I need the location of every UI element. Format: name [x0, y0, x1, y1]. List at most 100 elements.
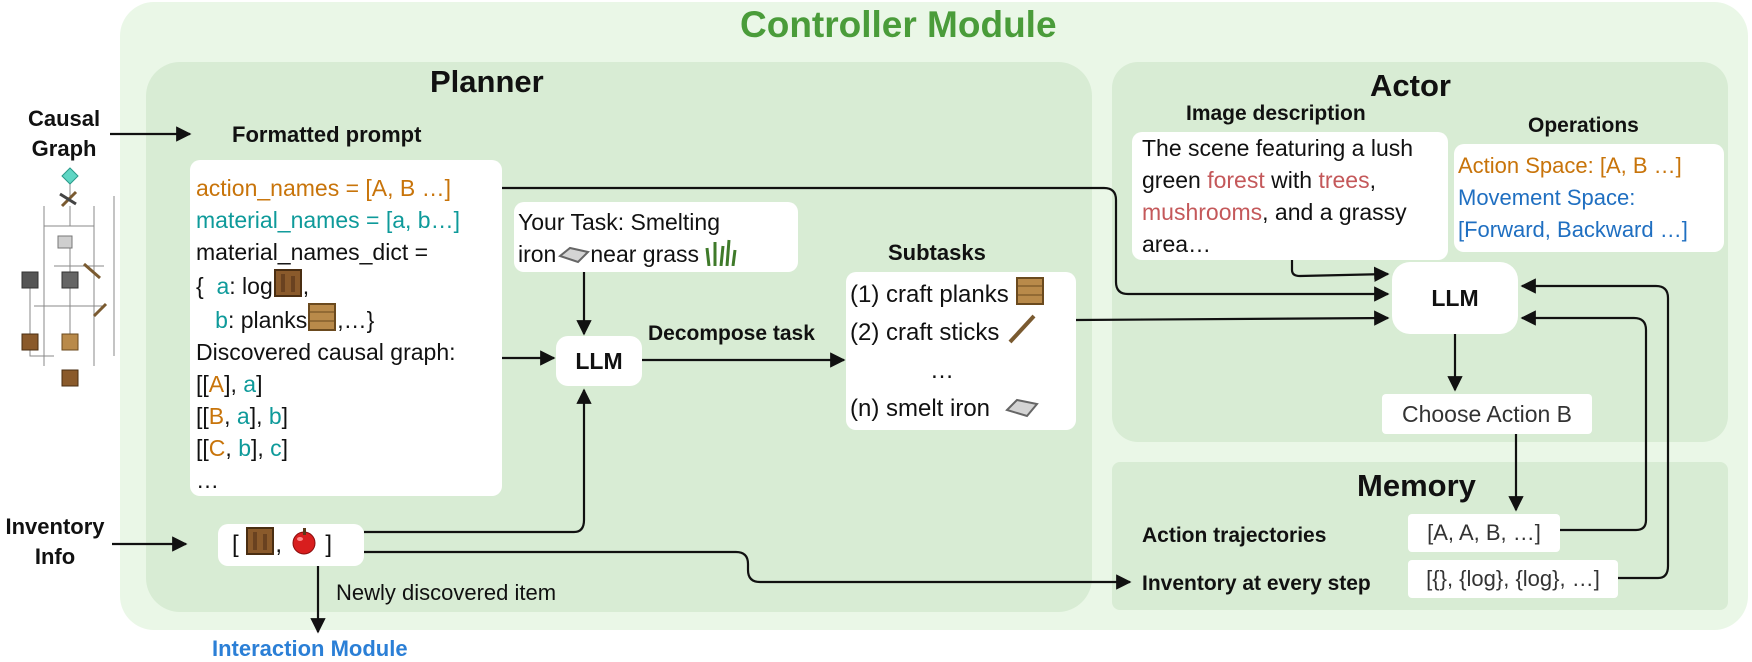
desc-forest: forest	[1207, 167, 1265, 193]
diamond-icon	[61, 167, 79, 185]
dict-a-comma: ,	[302, 273, 310, 299]
desc-grassy: , and a grassy	[1262, 199, 1407, 225]
row2-B: B	[208, 403, 225, 429]
desc-trees: trees	[1318, 167, 1370, 193]
log-icon	[246, 527, 275, 555]
iron-ingot-icon	[57, 235, 73, 249]
inventory-info-label-line2: Info	[34, 544, 76, 569]
row2-mid: ],	[249, 403, 269, 429]
operations-heading: Operations	[1528, 114, 1639, 137]
subtask-1: (1) craft planks	[850, 276, 1045, 314]
task-line-1: Your Task: Smelting	[518, 209, 721, 235]
planner-llm-label: LLM	[575, 348, 623, 374]
subtask-2-label: (2) craft sticks	[850, 319, 1000, 346]
action-trajectories-box: [A, A, B, …]	[1408, 514, 1560, 552]
causal-graph-label-line2: Graph	[31, 136, 97, 161]
action-names-line: action_names = [A, B …]	[196, 175, 452, 201]
desc-line-1: The scene featuring a lush	[1142, 135, 1414, 161]
row2-b: b	[268, 403, 282, 429]
row3-open: [[	[196, 435, 209, 461]
inventory-every-step-box: [{}, {log}, {log}, …]	[1408, 560, 1618, 598]
action-trajectories-label: Action trajectories	[1142, 524, 1327, 547]
subtask-2: (2) craft sticks	[850, 314, 1045, 352]
log-icon	[21, 333, 39, 351]
inventory-contents: [ , ]	[232, 526, 332, 564]
iron-ingot-icon	[558, 246, 591, 264]
dict-b-rest: ,…}	[337, 307, 375, 333]
row2-open: [[	[196, 403, 209, 429]
row3-mid: ],	[250, 435, 271, 461]
movement-values: [Forward, Backward …]	[1458, 217, 1688, 242]
apple-icon	[292, 528, 316, 555]
dict-b-line: b: planks ,…}	[196, 302, 460, 336]
movement-space: Movement Space:	[1458, 185, 1636, 210]
subtask-n-label: (n) smelt iron	[850, 395, 991, 422]
inventory-every-step-label: Inventory at every step	[1142, 572, 1371, 595]
graph-row-2: [[B, a], b]	[196, 400, 460, 432]
dict-b-key: b	[215, 307, 228, 333]
formatted-prompt-text: action_names = [A, B …] material_names =…	[196, 172, 460, 496]
action-space: Action Space: [A, B …]	[1458, 153, 1682, 178]
causal-graph-label-line1: Causal	[28, 106, 101, 131]
decompose-task-label: Decompose task	[648, 322, 815, 345]
choose-action-label: Choose Action B	[1401, 401, 1573, 427]
graph-ellipsis: …	[196, 467, 219, 493]
interaction-module-label[interactable]: Interaction Module	[212, 636, 408, 661]
image-description-box	[1132, 132, 1448, 260]
dict-a-key: a	[216, 273, 230, 299]
causal-graph-diagram	[21, 167, 115, 387]
choose-action-box: Choose Action B	[1382, 394, 1592, 434]
actor-llm-label: LLM	[1431, 285, 1479, 311]
planner-llm-box: LLM	[556, 336, 642, 386]
row2-a: a	[236, 403, 250, 429]
row2-close: ]	[281, 403, 289, 429]
formatted-prompt-heading: Formatted prompt	[232, 122, 422, 147]
row2-sep: ,	[224, 403, 237, 429]
planks-icon	[308, 303, 337, 331]
planks-icon	[1016, 277, 1045, 305]
inventory-close-bracket: ]	[325, 531, 333, 558]
arrow-inventory-to-memory	[364, 550, 1132, 590]
memory-title: Memory	[1357, 468, 1476, 503]
log-icon	[273, 269, 302, 297]
operations-box	[1454, 144, 1724, 252]
row1-A: A	[208, 371, 225, 397]
desc-line-3: mushrooms, and a grassy	[1142, 196, 1413, 228]
dict-a-val: : log	[229, 273, 273, 299]
desc-line-4: area…	[1142, 231, 1212, 257]
formatted-prompt-box	[190, 160, 502, 496]
planner-title: Planner	[430, 64, 544, 99]
arrow-desc-to-llm	[1290, 260, 1390, 283]
arrow-invstep-to-llm	[1520, 278, 1670, 580]
row3-sep: ,	[225, 435, 239, 461]
subtask-1-label: (1) craft planks	[850, 281, 1009, 308]
image-description-text: The scene featuring a lush green forest …	[1142, 132, 1413, 260]
row3-C: C	[208, 435, 226, 461]
dict-a-line: { a: log,	[196, 268, 460, 302]
arrow-inventory-to-llm	[364, 388, 592, 534]
planks-icon	[61, 333, 79, 351]
row3-c: c	[270, 435, 282, 461]
desc-comma: ,	[1369, 167, 1376, 193]
inventory-box	[218, 524, 364, 566]
material-dict-label: material_names_dict =	[196, 239, 429, 265]
row1-open: [[	[196, 371, 209, 397]
desc-line-2: green forest with trees,	[1142, 164, 1413, 196]
inventory-info-label-line1: Inventory	[5, 514, 105, 539]
graph-row-3: [[C, b], c]	[196, 432, 460, 464]
iron-ingot-icon	[1005, 398, 1040, 418]
desc-green: green	[1142, 167, 1208, 193]
stick-icon	[1008, 314, 1036, 344]
inventory-every-step-value: [{}, {log}, {log}, …]	[1426, 566, 1600, 591]
inventory-info-label: Inventory Info	[0, 512, 110, 572]
arrow-traj-to-llm	[1520, 310, 1648, 532]
desc-mushrooms: mushrooms	[1142, 199, 1263, 225]
controller-module-title: Controller Module	[740, 4, 1057, 45]
row3-close: ]	[281, 435, 289, 461]
dict-b-val: : planks	[227, 307, 308, 333]
actor-title: Actor	[1370, 68, 1451, 103]
desc-with: with	[1264, 167, 1319, 193]
